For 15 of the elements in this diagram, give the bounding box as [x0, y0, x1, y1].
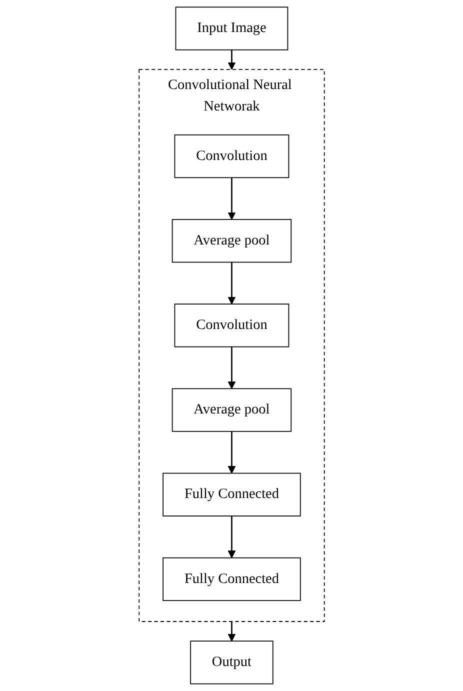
arrow — [228, 262, 236, 304]
node-box: Average pool — [172, 219, 292, 263]
node-box: Fully Connected — [162, 472, 301, 516]
node-box: Fully Connected — [162, 557, 301, 602]
arrow — [228, 346, 236, 390]
arrow — [228, 50, 236, 70]
arrow — [228, 622, 236, 642]
arrow — [228, 516, 236, 558]
node-box: Average pool — [172, 388, 292, 432]
arrow — [228, 431, 236, 474]
node-box: Output — [190, 640, 274, 684]
node-box: Input Image — [175, 6, 288, 50]
node-box: Convolution — [174, 134, 289, 178]
node-box: Convolution — [174, 304, 289, 348]
arrow — [228, 178, 236, 220]
